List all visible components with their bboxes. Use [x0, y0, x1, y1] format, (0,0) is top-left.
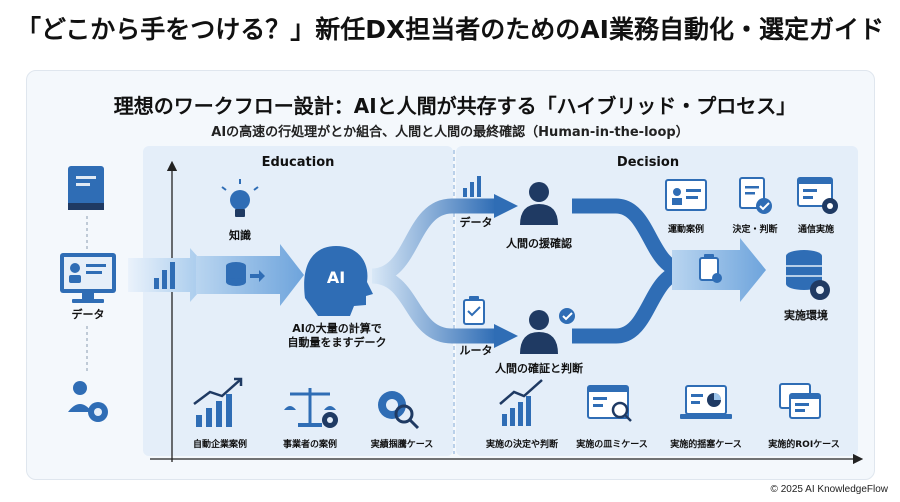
bottom-right-label-1: 実施の決定や判断 — [486, 438, 558, 450]
bottom-left-label-1: 自動企業案例 — [193, 438, 247, 450]
education-label: Education — [262, 155, 335, 170]
growth-chart-icon — [193, 377, 243, 427]
page-title: 「どこから手をつける？」新任DX担当者のためのAI業務自動化・選定ガイド — [16, 15, 884, 44]
education-panel — [143, 146, 453, 456]
database-gear-icon — [786, 250, 830, 300]
businesswoman-icon — [520, 182, 558, 225]
gear-magnifier-icon — [378, 391, 420, 430]
lightbulb-icon — [221, 179, 259, 217]
trend-chart-icon — [499, 379, 543, 426]
top-icon-label-2: 決定・判断 — [732, 223, 777, 235]
flow-arrowhead-bottom — [494, 324, 518, 348]
ai-description-line1: AIの大量の計算で — [292, 321, 382, 335]
decision-label: Decision — [617, 155, 679, 170]
flow-branch-bottom — [371, 268, 496, 344]
diagram-heading: 理想のワークフロー設計：AIと人間が共存する「ハイブリッド・プロセス」 — [114, 94, 797, 118]
case-profile-icon — [665, 179, 707, 211]
top-icon-label-1: 運動案例 — [668, 223, 704, 235]
bottom-right-label-2: 実施の皿ミケース — [576, 438, 648, 450]
left-data-label: データ — [72, 307, 105, 321]
bottom-right-label-3: 実施的揺塞ケース — [670, 438, 742, 450]
human-top-label: 人間の援確認 — [506, 236, 572, 250]
businessman-check-icon — [520, 308, 575, 354]
bottom-left-label-3: 実績掴騰ケース — [371, 438, 434, 450]
human-bottom-label: 人間の確証と判断 — [495, 361, 583, 375]
top-icon-label-3: 通信実施 — [798, 223, 834, 235]
scales-gear-icon — [284, 388, 338, 428]
bottom-right-label-4: 実施的ROIケース — [768, 438, 839, 450]
monitor-profile-icon — [60, 253, 116, 303]
ai-head-icon — [304, 246, 373, 316]
top-data-label: データ — [460, 215, 493, 229]
database-arrow-icon — [226, 262, 265, 286]
book-icon — [68, 166, 104, 210]
window-gear-icon — [797, 177, 838, 214]
window-search-icon — [587, 385, 632, 422]
people-gear-icon — [68, 381, 108, 422]
environment-label: 実施環境 — [784, 308, 828, 322]
clipboard-check-icon — [463, 296, 485, 325]
knowledge-label: 知識 — [228, 228, 251, 242]
copyright: © 2025 AI KnowledgeFlow — [770, 484, 888, 495]
ai-label: AI — [327, 268, 345, 287]
data-bar-icon — [463, 176, 481, 197]
flow-arrowhead-top — [494, 194, 518, 218]
ai-description-line2: 自動量をますデーク — [288, 335, 387, 349]
laptop-pie-icon — [680, 385, 732, 419]
router-label: ルータ — [460, 344, 493, 357]
window-stack-icon — [779, 383, 821, 419]
diagram-subheading: AIの高速の行処理がとか組合、人間と人間の最終確認（Human-in-the-l… — [211, 124, 688, 140]
document-check-icon — [739, 177, 772, 214]
clipboard-gear-icon — [699, 254, 722, 283]
bottom-left-label-2: 事業者の案例 — [283, 438, 337, 450]
bar-chart-icon — [154, 262, 175, 289]
